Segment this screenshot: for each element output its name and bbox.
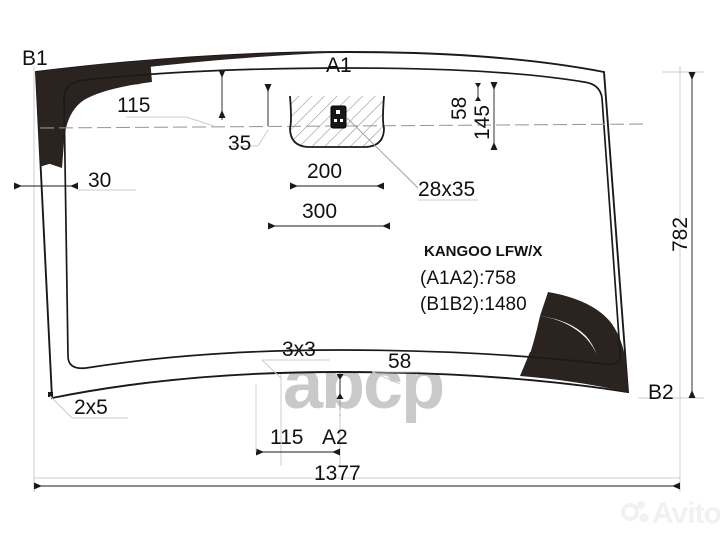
dimension-30: 30 [14, 169, 136, 192]
dimension-35: 35 [228, 84, 272, 155]
mirror-patch-outline [289, 95, 385, 148]
dimension-115-bottom-text: 115 [270, 426, 303, 449]
sensor-block-group [330, 105, 419, 189]
part-b1b2-text: (B1B2):1480 [420, 294, 527, 315]
watermark-avito: Avito [621, 497, 720, 530]
dimension-30-text: 30 [88, 169, 111, 192]
dimension-300-text: 300 [302, 200, 337, 223]
part-a1a2-text: (A1A2):758 [420, 268, 516, 289]
dimension-58-top-text: 58 [448, 97, 471, 120]
dimension-300: 300 [268, 200, 390, 230]
glass-inner-outline [63, 67, 622, 370]
dimension-3x3: 3x3 [261, 338, 330, 379]
dimension-200-text: 200 [307, 160, 342, 183]
frit-bottom-right-fill [524, 316, 628, 392]
part-model-text: KANGOO LFW/X [424, 243, 542, 260]
dimension-115-top: 115 [117, 70, 226, 127]
dimension-782: 782 [669, 72, 696, 398]
frit-top-left-band [36, 58, 152, 168]
sensor-dot-left [334, 119, 337, 122]
dimension-145: 145 [471, 82, 498, 150]
part-info-block: KANGOO LFW/X (A1A2):758 (B1B2):1480 [420, 243, 542, 315]
dimension-200: 200 [290, 160, 384, 190]
sensor-dot-top [336, 110, 340, 114]
dimension-35-text: 35 [228, 132, 251, 155]
dimension-2x5-text: 2x5 [74, 396, 108, 419]
dimension-115-top-text: 115 [117, 94, 150, 117]
frit-shading-group [36, 52, 628, 392]
corner-label-b2: B2 [648, 381, 674, 404]
sensor-block [330, 105, 347, 129]
dimension-28x35: 28x35 [418, 178, 478, 201]
dimension-3x3-text: 3x3 [282, 338, 316, 361]
corner-label-a2: A2 [322, 426, 348, 449]
dimension-782-text: 782 [669, 217, 692, 252]
corner-label-b1: B1 [22, 47, 48, 70]
sensor-dot-right [340, 119, 343, 122]
dimension-115-bottom: 115 [255, 384, 340, 456]
sensor-leader-elbow [411, 181, 419, 189]
corner-label-a1: A1 [326, 54, 352, 77]
dimension-58-top: 58 [448, 83, 481, 120]
dimension-145-text: 145 [471, 105, 494, 140]
dimension-28x35-text: 28x35 [418, 178, 475, 201]
corner-notch-2x5 [48, 392, 53, 397]
dimension-1377-text: 1377 [314, 462, 361, 485]
dimension-58-bottom: 58 [336, 350, 420, 399]
sensor-leader-line [345, 116, 413, 183]
dimension-58-bottom-text: 58 [388, 350, 411, 373]
dimension-1377: 1377 [34, 462, 680, 490]
dimension-2x5: 2x5 [48, 392, 128, 419]
watermark-avito-text: Avito [652, 497, 720, 530]
